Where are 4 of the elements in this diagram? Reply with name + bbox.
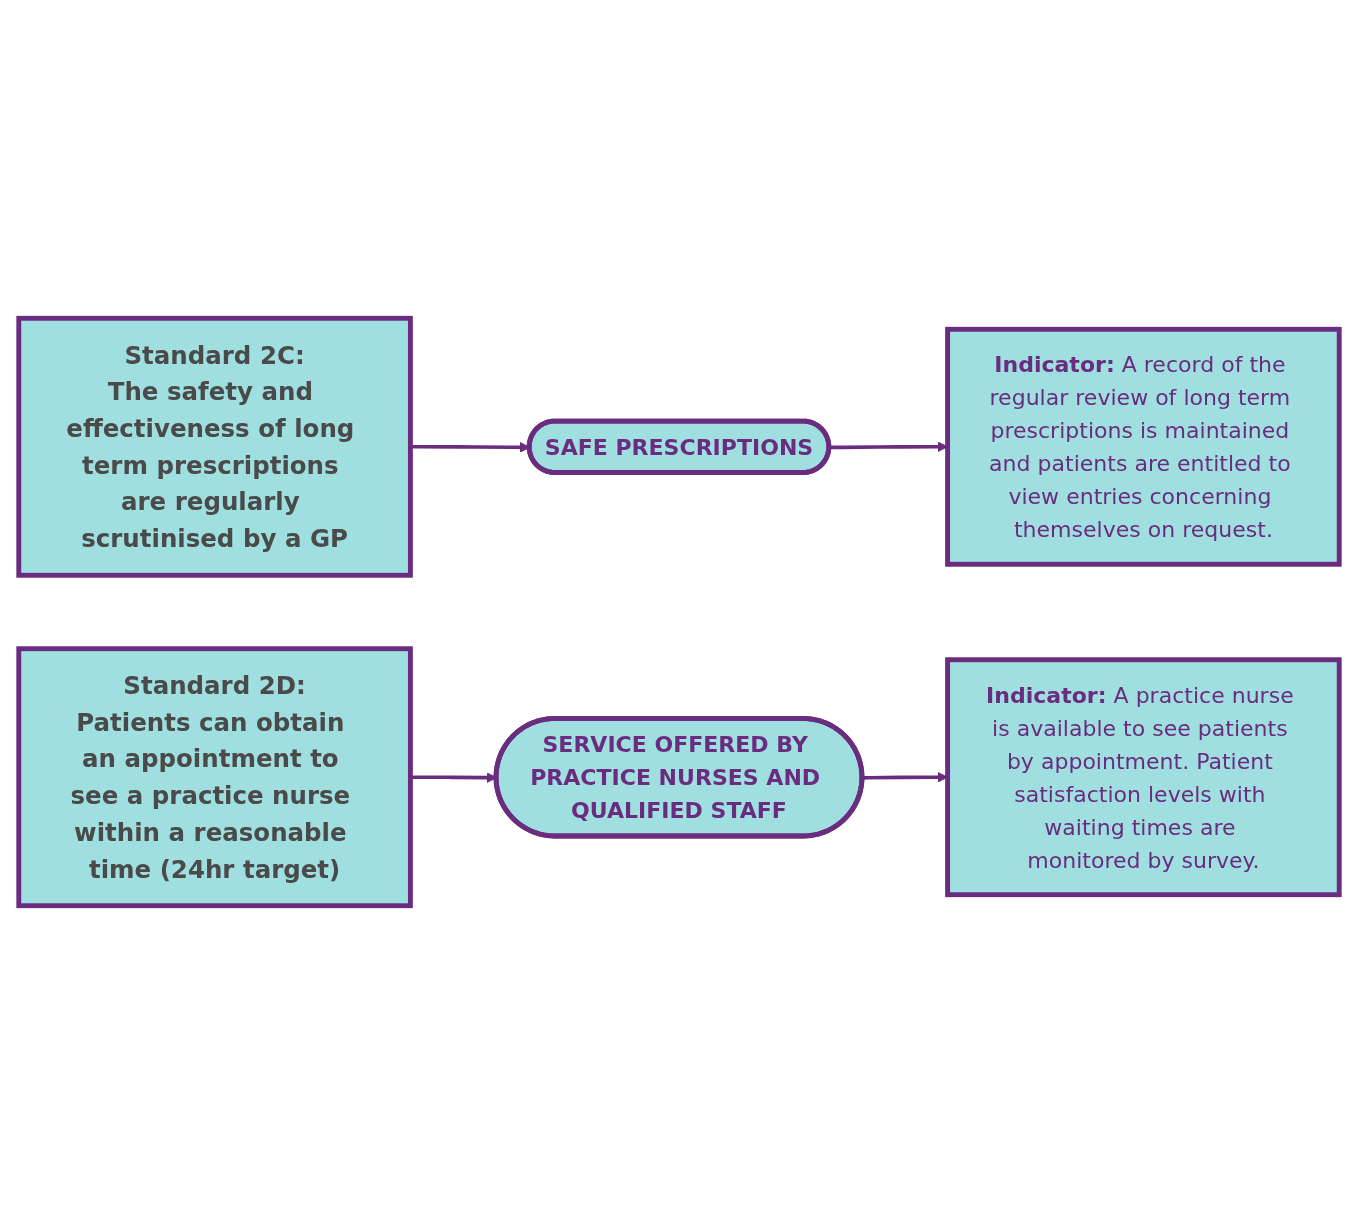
node-box: Indicator: A record of the regular review of long term prescriptions is maintained and patients are entitled to view entries concerning themselves on request. (945, 326, 1342, 567)
node-box: Indicator: A practice nurse is available to see patients by appointment. Patient satisfaction levels with waiting times are monitored by survey. (945, 657, 1342, 898)
node-box: Standard 2C: The safety and effectiveness of long term prescriptions are regularly scrutinised by a GP (16, 315, 413, 578)
node-box: Standard 2D: Patients can obtain an appointment to see a practice nurse within a reasonable time (24hr target) (16, 646, 413, 909)
